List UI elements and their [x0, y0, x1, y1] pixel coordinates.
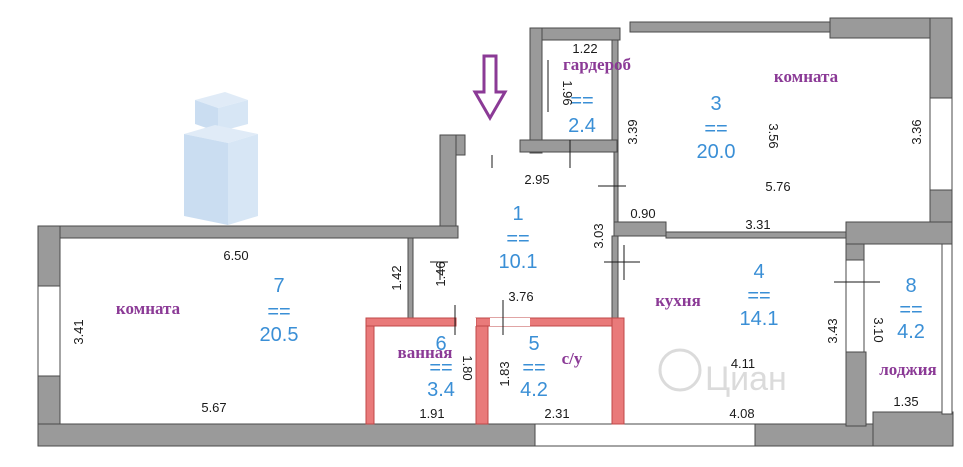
svg-text:3.43: 3.43 [825, 318, 840, 343]
room-8: лоджия 8 == 4.2 [879, 275, 936, 379]
svg-text:2.4: 2.4 [568, 115, 596, 137]
svg-text:2.31: 2.31 [544, 406, 569, 421]
svg-text:3.31: 3.31 [745, 217, 770, 232]
svg-text:4.08: 4.08 [729, 406, 754, 421]
svg-text:==: == [506, 228, 529, 250]
svg-text:3.4: 3.4 [427, 379, 455, 401]
room-4: кухня 4 == 14.1 [655, 261, 778, 330]
svg-text:3.36: 3.36 [909, 119, 924, 144]
svg-text:1.22: 1.22 [572, 41, 597, 56]
svg-text:6: 6 [435, 333, 446, 355]
dimension-labels: 1.22 1.96 3.39 3.56 3.36 2.95 5.76 0.90 … [71, 41, 924, 421]
svg-text:==: == [429, 357, 452, 379]
svg-text:6.50: 6.50 [223, 248, 248, 263]
svg-text:==: == [747, 285, 770, 307]
svg-text:1.83: 1.83 [497, 361, 512, 386]
svg-text:7: 7 [273, 275, 284, 297]
svg-text:5: 5 [528, 333, 539, 355]
svg-text:3.10: 3.10 [871, 317, 886, 342]
svg-text:3.41: 3.41 [71, 319, 86, 344]
svg-text:3: 3 [710, 93, 721, 115]
room-7: комната 7 == 20.5 [116, 275, 299, 346]
svg-text:гардероб: гардероб [563, 55, 631, 74]
svg-text:==: == [522, 357, 545, 379]
svg-text:0.90: 0.90 [630, 206, 655, 221]
room-6: ванная 6 == 3.4 [398, 333, 455, 401]
svg-text:1.42: 1.42 [389, 265, 404, 290]
svg-text:4.11: 4.11 [731, 356, 755, 371]
dimension-lines [430, 60, 880, 335]
entrance-arrow-icon [472, 54, 508, 122]
svg-text:20.5: 20.5 [260, 324, 299, 346]
svg-text:==: == [570, 90, 593, 112]
svg-text:5.67: 5.67 [201, 400, 226, 415]
svg-text:4.2: 4.2 [897, 321, 925, 343]
svg-text:==: == [704, 118, 727, 140]
room-5: с/у 5 == 4.2 [520, 333, 583, 401]
svg-text:кухня: кухня [655, 291, 701, 310]
svg-text:14.1: 14.1 [740, 308, 779, 330]
svg-text:8: 8 [905, 275, 916, 297]
room-1: 1 == 10.1 [499, 203, 538, 273]
svg-text:ванная: ванная [398, 343, 453, 362]
svg-text:1.91: 1.91 [419, 406, 444, 421]
svg-text:5.76: 5.76 [765, 179, 790, 194]
svg-text:Циан: Циан [705, 360, 787, 398]
room-3: комната 3 == 20.0 [697, 67, 839, 163]
svg-text:3.39: 3.39 [625, 119, 640, 144]
svg-text:с/у: с/у [562, 349, 583, 368]
svg-text:комната: комната [116, 299, 181, 318]
svg-text:1.46: 1.46 [433, 261, 448, 286]
watermark-cian: Циан [658, 348, 787, 398]
room-2: гардероб == 2.4 [563, 55, 631, 137]
svg-text:3.03: 3.03 [591, 223, 606, 248]
svg-text:==: == [267, 301, 290, 323]
svg-text:3.76: 3.76 [508, 289, 533, 304]
svg-text:1.96: 1.96 [560, 80, 575, 105]
svg-text:1: 1 [512, 203, 523, 225]
walls [37, 17, 954, 447]
svg-text:комната: комната [774, 67, 839, 86]
watermark-logo-icon [184, 92, 258, 225]
svg-text:4.2: 4.2 [520, 379, 548, 401]
svg-text:2.95: 2.95 [524, 172, 549, 187]
svg-text:20.0: 20.0 [697, 141, 736, 163]
svg-text:==: == [899, 299, 922, 321]
svg-text:лоджия: лоджия [879, 360, 936, 379]
svg-text:10.1: 10.1 [499, 251, 538, 273]
wet-room-walls [365, 317, 625, 425]
svg-text:4: 4 [753, 261, 764, 283]
svg-text:1.80: 1.80 [460, 355, 475, 380]
svg-text:1.35: 1.35 [893, 394, 918, 409]
svg-text:3.56: 3.56 [766, 123, 781, 148]
